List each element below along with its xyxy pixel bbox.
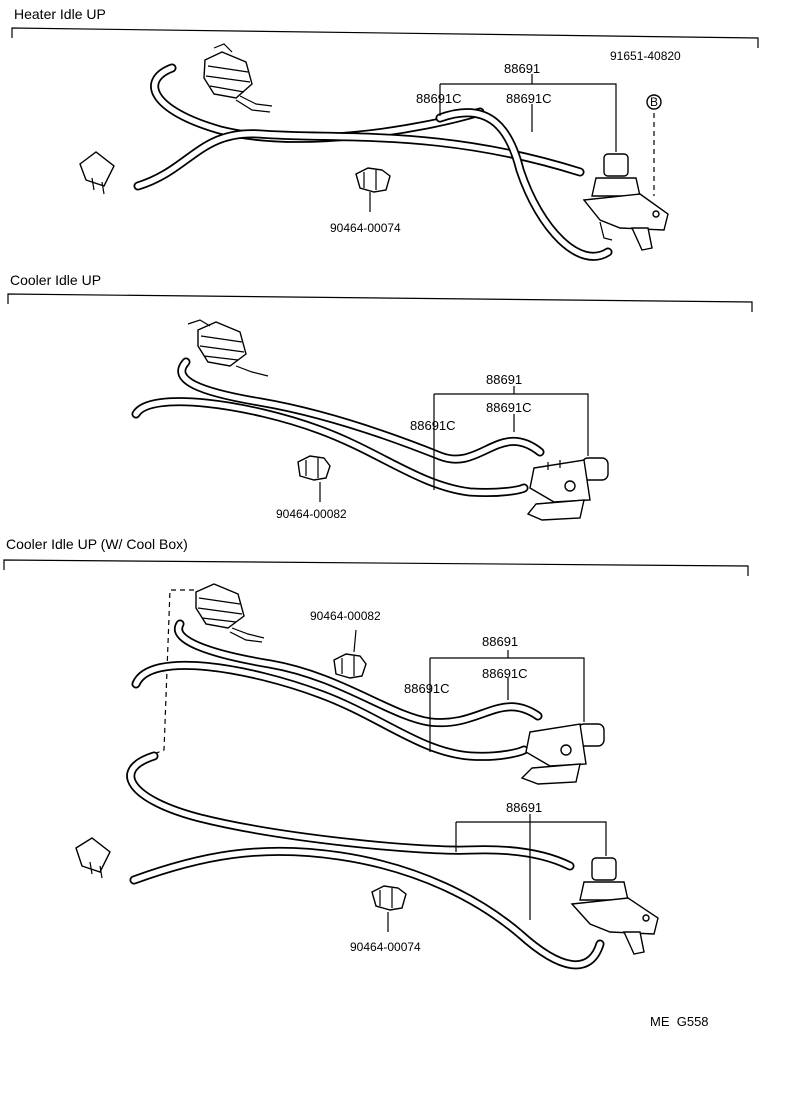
label-hose-group-88691: 88691 <box>482 634 518 649</box>
label-hose-88691c-left: 88691C <box>404 681 450 696</box>
hose-clamp-upper <box>333 629 367 679</box>
section-cooler-idle-up-cool-box: Cooler Idle UP (W/ Cool Box) 90464-00082 <box>3 536 749 970</box>
vsv-valve-lower <box>570 857 659 955</box>
label-clamp-90464-00082: 90464-00082 <box>310 609 381 623</box>
label-bolt-symbol: B <box>650 95 658 109</box>
section-bracket-1 <box>11 27 759 48</box>
label-clamp-90464-00074: 90464-00074 <box>350 940 421 954</box>
leaders-3-upper <box>429 650 585 752</box>
diaphragm-actuator <box>203 43 273 113</box>
label-hose-88691c-right: 88691C <box>482 666 528 681</box>
dashed-leader-actuator <box>153 589 194 755</box>
footer-code: ME G558 <box>650 1014 709 1029</box>
hose-set-1 <box>133 63 613 261</box>
connector-plug <box>79 151 115 195</box>
section-title-cooler: Cooler Idle UP <box>10 272 101 288</box>
diaphragm-actuator <box>195 583 265 643</box>
label-hose-88691c-left: 88691C <box>410 418 456 433</box>
label-hose-group-88691-lower: 88691 <box>506 800 542 815</box>
vsv-valve <box>582 153 669 251</box>
hose-clamp <box>355 167 391 212</box>
bolt-reference-circle <box>646 94 662 110</box>
hose-clamp <box>297 455 331 502</box>
leaders-3-lower <box>455 814 607 920</box>
leaders-2 <box>433 386 589 490</box>
hose-clamp-lower <box>371 885 407 932</box>
label-hose-group-88691: 88691 <box>504 61 540 76</box>
diaphragm-actuator <box>187 319 269 377</box>
leaders-1 <box>439 74 655 196</box>
label-hose-88691c-left: 88691C <box>416 91 462 106</box>
section-bracket-3 <box>3 559 749 576</box>
section-cooler-idle-up: Cooler Idle UP 90464-00082 <box>7 272 753 521</box>
hose-set-3 <box>126 619 605 970</box>
section-title-heater: Heater Idle UP <box>14 6 106 22</box>
label-clamp-90464-00074: 90464-00074 <box>330 221 401 235</box>
label-hose-88691c-right: 88691C <box>486 400 532 415</box>
hose-set-2 <box>131 357 545 497</box>
label-bolt-91651-40820: 91651-40820 <box>610 49 681 63</box>
vsv-valve-upper <box>520 723 605 785</box>
label-hose-group-88691: 88691 <box>486 372 522 387</box>
section-bracket-2 <box>7 293 753 312</box>
section-heater-idle-up: Heater Idle UP <box>11 6 759 261</box>
connector-plug <box>75 837 111 879</box>
label-hose-88691c-right: 88691C <box>506 91 552 106</box>
vsv-valve <box>526 457 609 521</box>
label-clamp-90464-00082: 90464-00082 <box>276 507 347 521</box>
section-title-cool-box: Cooler Idle UP (W/ Cool Box) <box>6 536 188 552</box>
